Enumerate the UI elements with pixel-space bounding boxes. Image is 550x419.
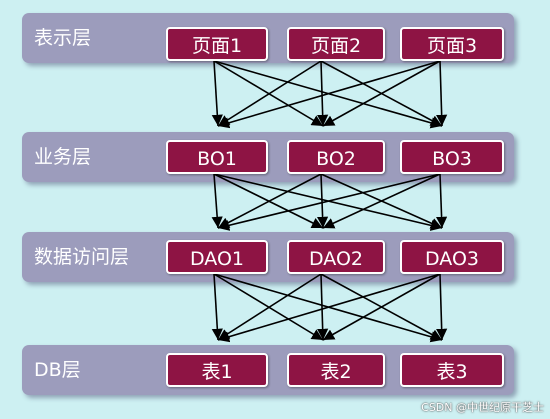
dao-2-box: DAO2 — [287, 240, 385, 274]
arrow-1-2-1 — [322, 173, 441, 229]
layer-label-db: DB层 — [34, 359, 81, 381]
bo-2-box: BO2 — [287, 140, 385, 174]
page-1-box: 页面1 — [166, 27, 268, 61]
arrow-0-0-0 — [211, 60, 223, 127]
arrow-2-1-0 — [217, 273, 322, 341]
arrow-1-2-0 — [217, 173, 441, 231]
arrow-0-2-1 — [322, 60, 441, 127]
watermark: CSDN @中世纪原干芝士 — [421, 401, 544, 414]
bo-1-box: BO1 — [166, 140, 268, 174]
page-3-box: 页面3 — [400, 27, 504, 61]
arrow-2-0-0 — [211, 273, 223, 341]
table-2-box: 表2 — [287, 353, 385, 387]
arrow-0-2-2 — [436, 60, 448, 127]
arrow-0-1-1 — [317, 60, 329, 127]
arrow-2-2-1 — [322, 273, 441, 341]
layer-label-data-access: 数据访问层 — [34, 246, 130, 268]
arrow-2-1-1 — [317, 273, 329, 341]
arrow-2-2-0 — [217, 273, 441, 343]
arrow-2-2-2 — [436, 273, 448, 341]
layer-label-business: 业务层 — [34, 146, 92, 168]
arrow-0-2-0 — [217, 60, 441, 129]
arrow-1-1-1 — [316, 173, 329, 229]
table-3-box: 表3 — [400, 353, 504, 387]
page-2-box: 页面2 — [287, 27, 385, 61]
dao-3-box: DAO3 — [400, 240, 504, 274]
bo-3-box: BO3 — [400, 140, 504, 174]
layer-label-presentation: 表示层 — [34, 27, 92, 49]
arrow-1-1-0 — [217, 173, 322, 229]
arrow-1-0-0 — [211, 173, 223, 229]
arrow-1-2-2 — [435, 173, 448, 229]
arrow-0-1-0 — [217, 60, 322, 127]
dao-1-box: DAO1 — [166, 240, 268, 274]
table-1-box: 表1 — [166, 353, 268, 387]
